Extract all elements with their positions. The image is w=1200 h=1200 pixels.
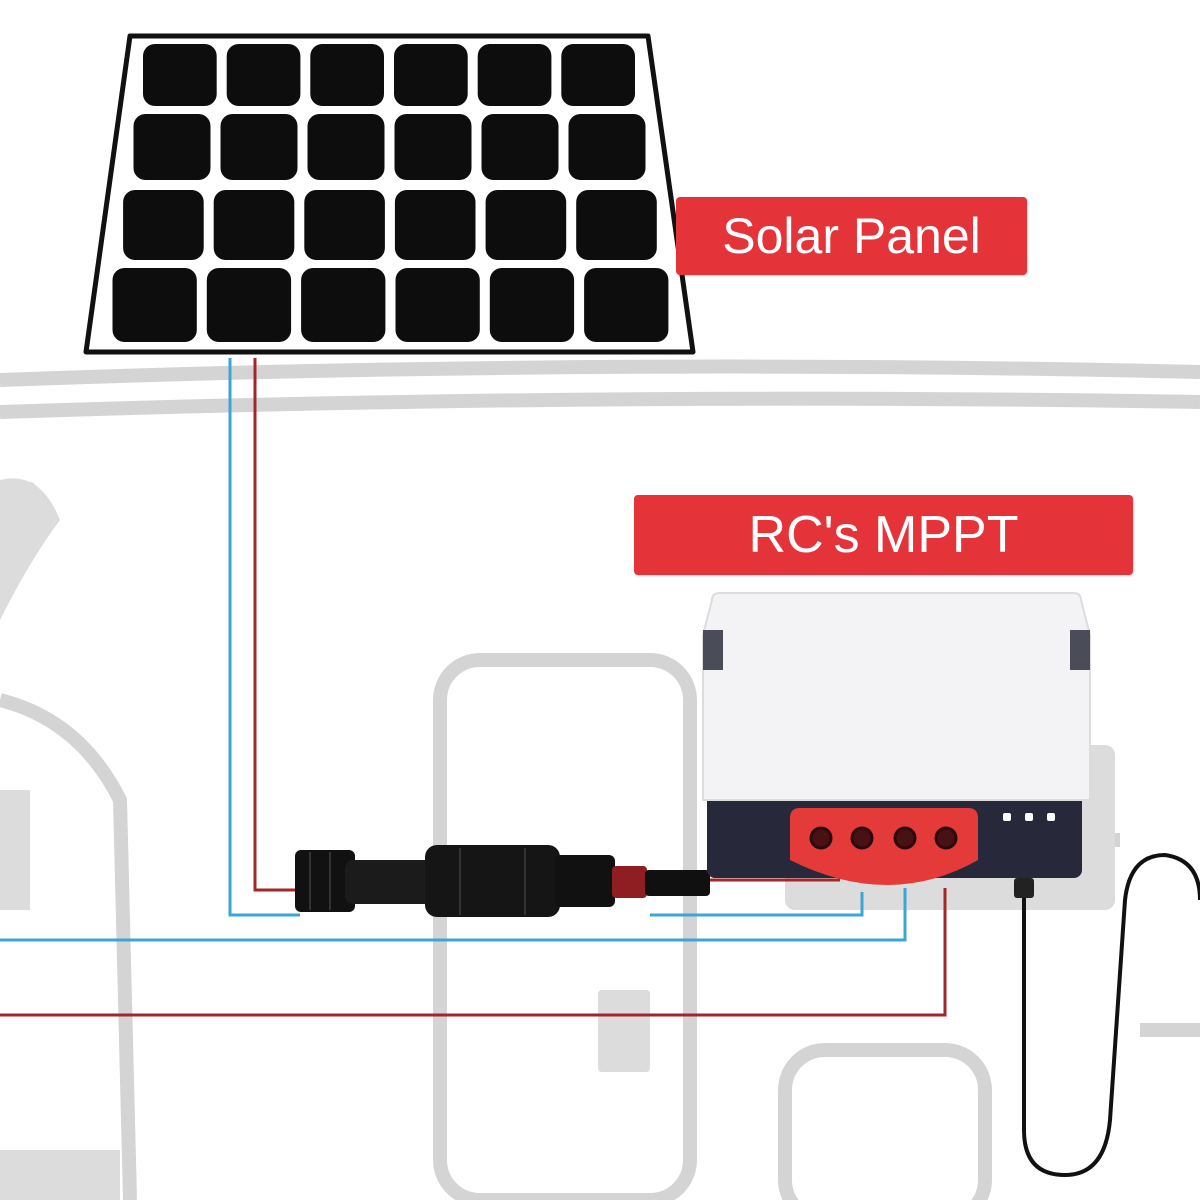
vehicle-outline	[0, 359, 1200, 1200]
solar-cell	[123, 190, 204, 260]
solar-cell	[561, 44, 635, 106]
solar-cell	[394, 190, 476, 260]
solar-cell	[112, 268, 197, 342]
solar-cell	[220, 114, 298, 180]
solar-panel-label: Solar Panel	[676, 197, 1027, 275]
solar-cell	[481, 114, 559, 180]
panel-negative-wire	[228, 358, 300, 917]
solar-cell	[477, 44, 552, 106]
solar-cell	[489, 268, 575, 342]
panel-positive-wire	[253, 358, 300, 892]
solar-cell	[576, 190, 657, 260]
solar-cell	[143, 44, 217, 106]
usb-cable-icon	[1022, 852, 1200, 1178]
controller-label: RC's MPPT	[634, 495, 1133, 575]
solar-cell	[304, 190, 385, 260]
solar-cell	[206, 268, 292, 342]
terminal-block	[790, 808, 978, 885]
mc4-inline-fuse-icon	[295, 845, 710, 917]
solar-cell	[310, 44, 384, 106]
wires	[0, 358, 947, 1017]
solar-cell	[394, 44, 468, 106]
solar-cell	[485, 190, 567, 260]
solar-cell	[395, 268, 480, 342]
solar-cell	[301, 268, 386, 342]
solar-cell	[213, 190, 295, 260]
solar-panel-icon	[83, 33, 696, 355]
battery-negative-wire	[0, 888, 907, 942]
solar-cell	[394, 114, 472, 180]
solar-cell	[568, 114, 646, 180]
solar-cell	[226, 44, 301, 106]
pv-negative-wire	[650, 892, 864, 917]
battery-positive-wire	[0, 888, 947, 1017]
solar-cell	[307, 114, 385, 180]
charge-controller-icon	[702, 592, 1091, 898]
solar-cell	[584, 268, 669, 342]
solar-cell	[133, 114, 211, 180]
